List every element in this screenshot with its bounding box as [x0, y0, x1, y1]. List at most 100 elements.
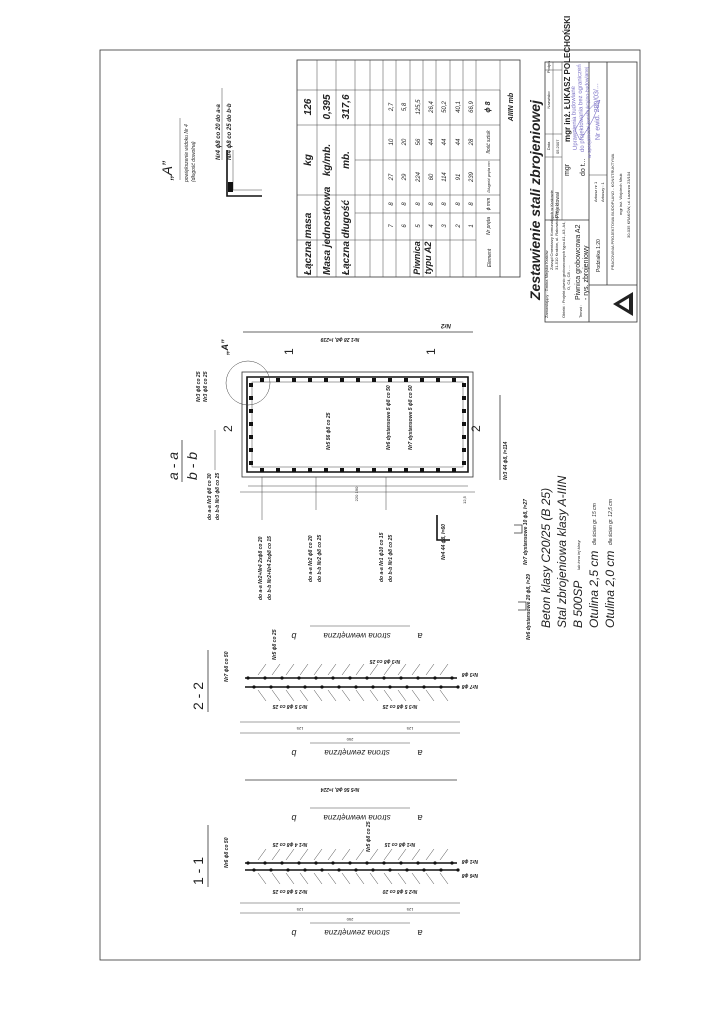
note-steel-grade: B 500SP	[571, 581, 585, 628]
detail-a-label: Nr4 ϕ8 co 20 do a-a	[216, 103, 222, 160]
rebar-label: Nr1 4 ϕ8 co 25	[272, 841, 307, 847]
rebar-dot	[462, 396, 466, 400]
stirrup-line	[383, 848, 393, 861]
rebar-dot	[249, 396, 253, 400]
dimension-cover: 12,5	[462, 495, 467, 504]
header-element: Element	[487, 248, 493, 267]
stirrup-line	[369, 689, 379, 702]
rebar-cross-sections	[249, 378, 466, 472]
rebar-dots	[246, 848, 460, 885]
rebar-dot	[252, 685, 256, 689]
detail-a-label: Nr4 ϕ8 co 25 do b-b	[227, 103, 233, 160]
rebar-dot	[404, 468, 408, 472]
rebar-label: Nr3 5 ϕ8 co 25	[382, 703, 417, 709]
dimension: 125	[296, 907, 303, 912]
rebar-dot	[303, 868, 307, 872]
header-diameter: ϕ mm	[486, 198, 492, 211]
header-count: Ilość sztuk	[486, 130, 492, 154]
table-cell-nr: 5	[416, 224, 422, 228]
rebar-dot	[337, 868, 341, 872]
table-cell-dia: 8	[456, 202, 462, 206]
stirrup-line	[257, 689, 267, 702]
table-cell-dia: 8	[469, 202, 475, 206]
designer-stamp: Uprawnienia budowlane do projektowania b…	[571, 64, 602, 158]
table-cell-count: 56	[416, 138, 422, 145]
rebar-dot	[462, 461, 466, 465]
rebar-dot	[286, 685, 290, 689]
stirrup-line	[257, 663, 267, 676]
summary-unit: kg	[303, 154, 314, 166]
topic: Piwnica grobowcowa A2	[575, 224, 582, 300]
stirrup-line	[341, 689, 351, 702]
stirrup-line	[411, 848, 421, 861]
stirrup-line	[411, 872, 421, 885]
element-name: Piwnica	[412, 241, 422, 275]
rebar-end-label: Nr3 ϕ8	[462, 671, 479, 677]
rebar-dot	[276, 468, 280, 472]
rebar-dot	[292, 378, 296, 382]
table-cell-length: 114	[442, 172, 448, 182]
label-nr3-top: Nr3 ϕ8 co 25	[196, 371, 202, 402]
office-logo-icon	[613, 292, 633, 316]
stirrup-line	[271, 848, 281, 861]
rebar-dot	[276, 378, 280, 382]
stirrup-line	[383, 689, 393, 702]
label-nr2-nr4: do a-a Nr2+Nr4 2xϕ8 co 20	[258, 536, 264, 600]
summary-label: Łączna masa	[303, 212, 314, 276]
table-grid	[297, 60, 501, 277]
section-title-aa: a - a	[165, 452, 181, 480]
side-letter-a: a	[417, 928, 422, 938]
stirrup-line	[327, 663, 337, 676]
rebar-label: Nr3 5 ϕ8 co 25	[272, 703, 307, 709]
stirrup-line	[411, 689, 421, 702]
section-mark-1: 1	[282, 348, 296, 355]
rebar-label: Nr3 ϕ8 co 25	[370, 658, 401, 664]
table-cell-dia: 8	[416, 202, 422, 206]
detail-a-caption: powiększenie widoku Nr 4	[184, 124, 190, 183]
section-mark-2: 2	[469, 425, 483, 432]
notes: Beton klasy C20/25 (B 25) Stal zbrojenio…	[539, 475, 617, 628]
rebar-dot	[388, 378, 392, 382]
label-nr6: Nr6 dystansowe 5 ϕ8 co 50	[386, 385, 392, 450]
rebar-dot	[433, 676, 437, 680]
table-cell-nr: 1	[469, 224, 475, 227]
rebar-dot	[249, 409, 253, 413]
side-letter-a: a	[417, 631, 422, 641]
rebar-side-label: Nr7 ϕ8 co 50	[224, 651, 230, 682]
table-cell-length: 60	[429, 173, 435, 180]
rebar-dot	[286, 868, 290, 872]
stirrup-line	[425, 848, 435, 861]
rebar-dot	[314, 676, 318, 680]
rebar-dot	[269, 685, 273, 689]
rebar-dot	[372, 378, 376, 382]
stirrup-line	[257, 872, 267, 885]
rebar-nr3-label: Nr3 44 ϕ8, l=114	[503, 441, 509, 480]
rebar-nr2-label: Nr2	[440, 322, 451, 328]
steel-class: AIIIN mb	[508, 92, 515, 122]
note-steel: Stal zbrojeniowa klasy A-IIIN	[555, 475, 569, 628]
office-person: mgr inż. Wojciech Mruk	[618, 174, 623, 216]
rebar-dot	[249, 448, 253, 452]
label-nr5: Nr5 56 ϕ8 co 25	[326, 412, 332, 450]
rebar-dot	[405, 685, 409, 689]
rebar-dot	[320, 685, 324, 689]
label-nr1: do b-b Nr1 ϕ8 co 25	[388, 535, 394, 582]
rebar-dot	[450, 861, 454, 865]
drawing-frame	[99, 49, 641, 961]
label-nr2-nr4: do b-b Nr2+Nr4 2xϕ8 co 15	[267, 536, 273, 600]
detail-a-title: „A”	[159, 160, 175, 181]
label-nr2: do b-b Nr2 ϕ8 co 25	[317, 535, 323, 582]
stirrup-line	[285, 872, 295, 885]
rebar-dot	[399, 676, 403, 680]
stirrup-line	[341, 663, 351, 676]
stirrup-line	[299, 872, 309, 885]
box-outline	[241, 371, 474, 478]
steel-schedule-table: Zestawienie stali zbrojeniowej Łączna ma…	[296, 59, 543, 301]
side-letter-a: a	[417, 813, 422, 823]
summary-value: 126	[303, 98, 314, 115]
signature-icon	[574, 99, 601, 141]
summary-label: Łączna długość	[341, 200, 352, 276]
